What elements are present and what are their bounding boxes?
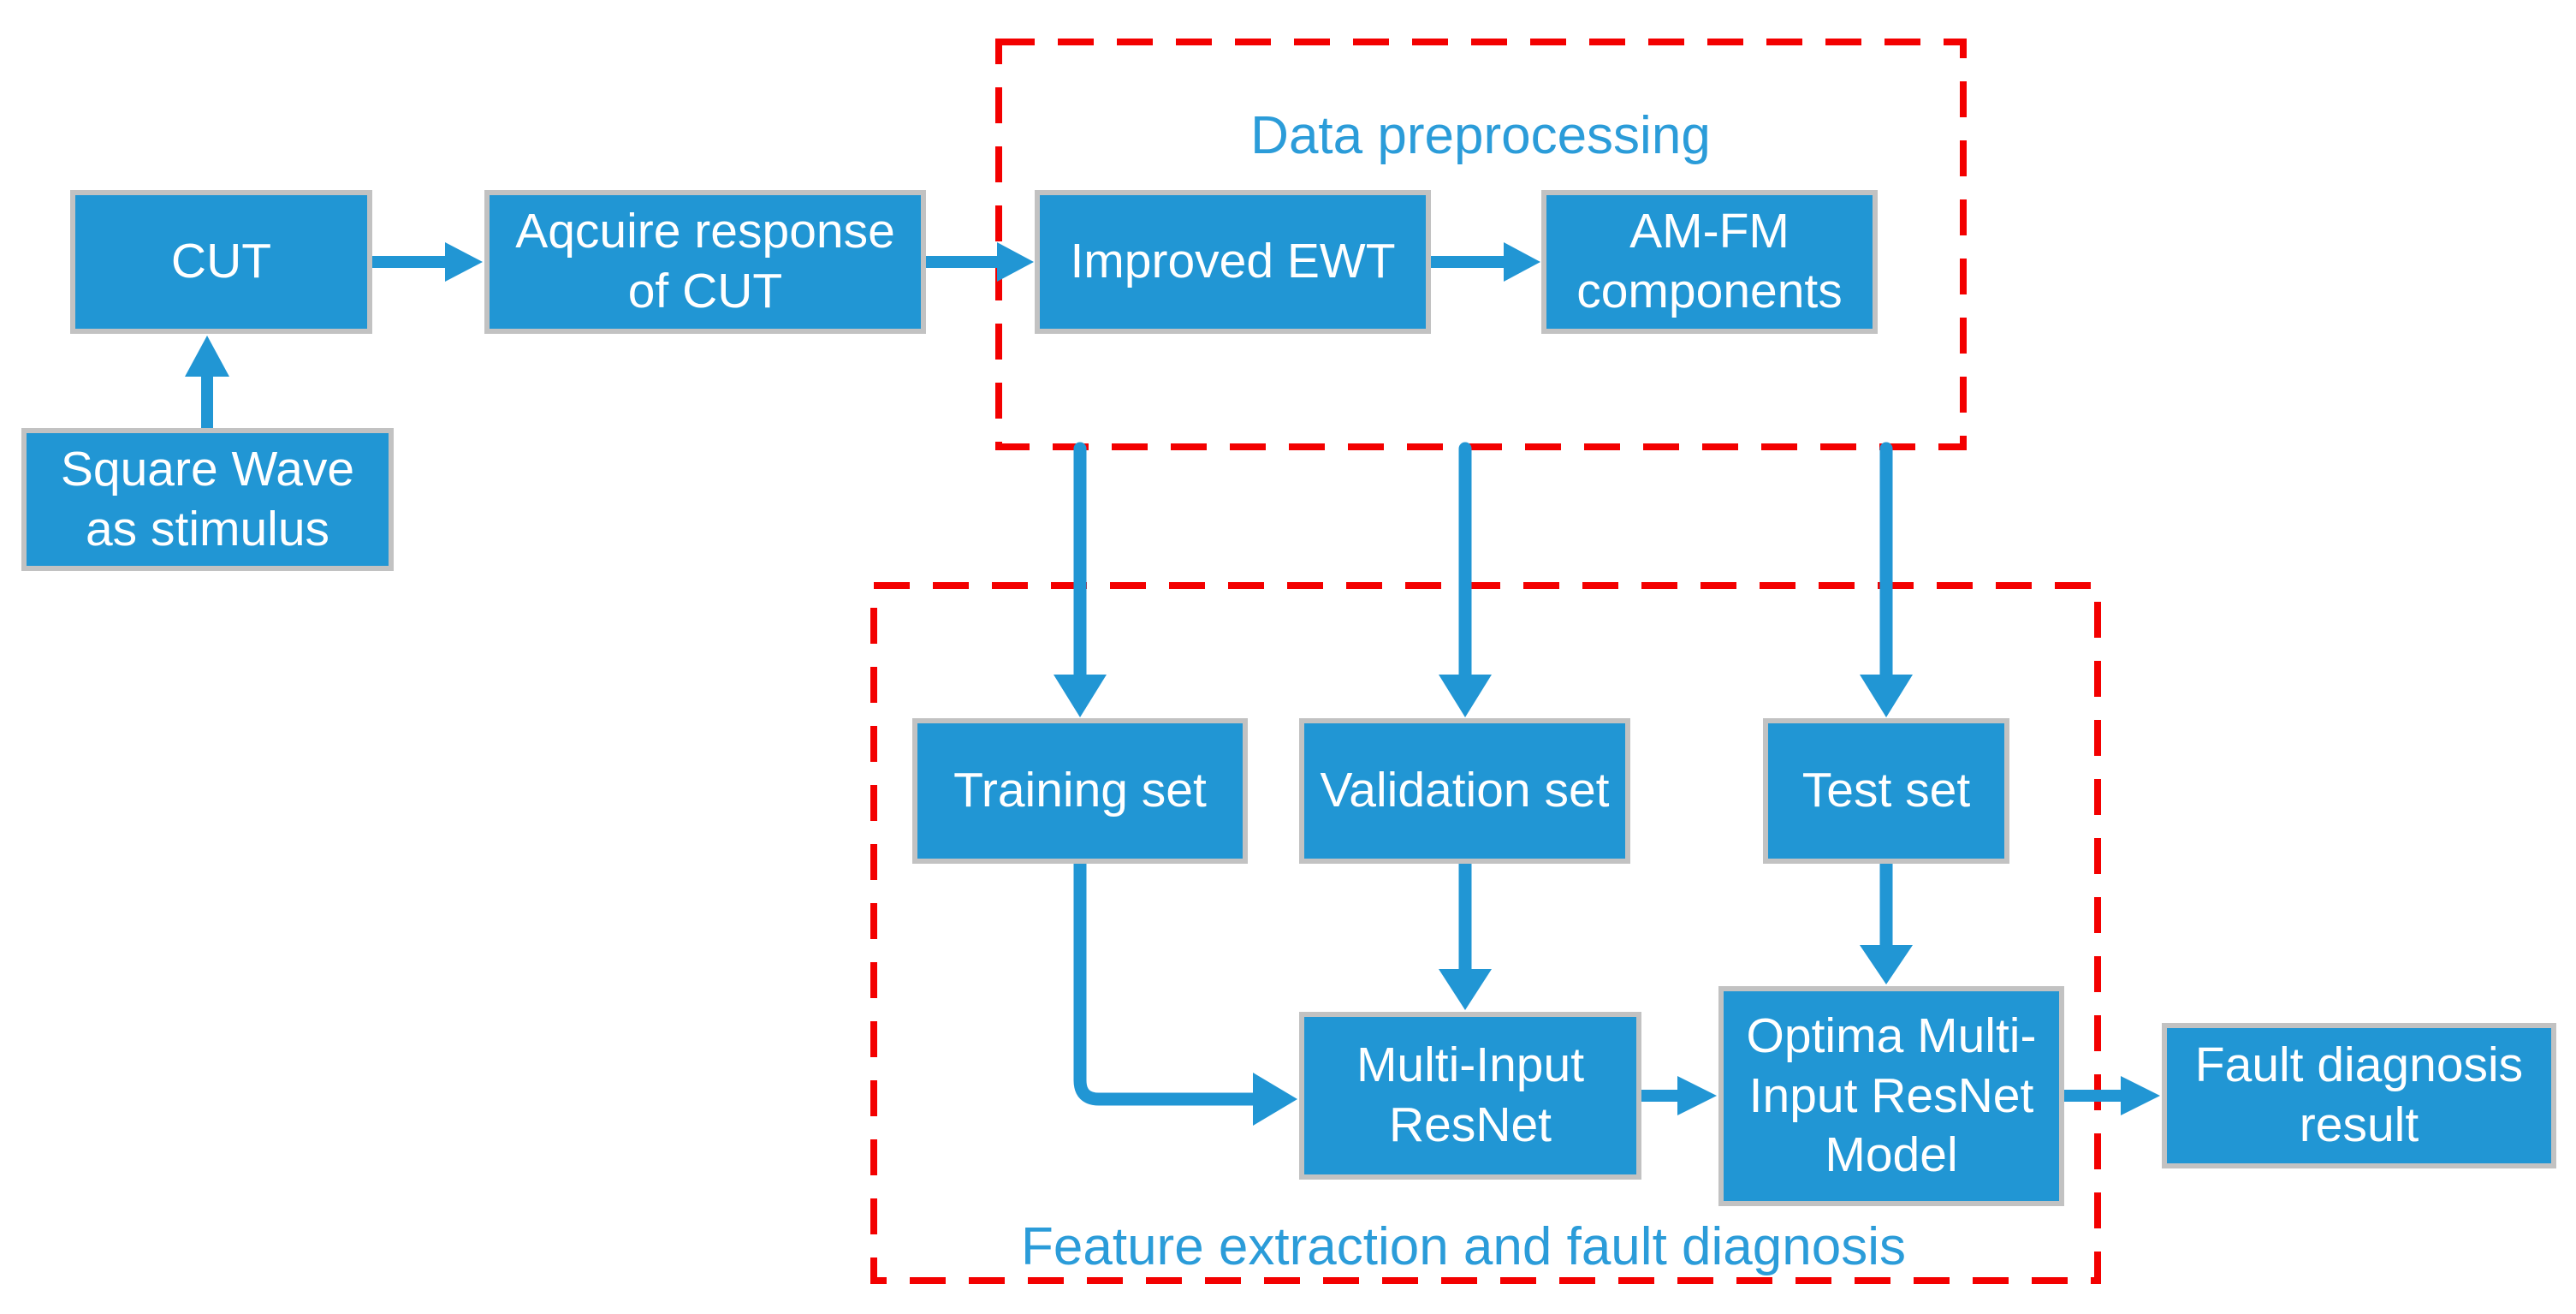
node-square-wave-stimulus: Square Wave as stimulus: [21, 428, 394, 571]
arrow-square-wave-to-cut: [185, 336, 229, 428]
arrow-acquire-to-improved-ewt: [926, 242, 1034, 282]
arrow-preprocessing-to-training-set: [1054, 442, 1107, 717]
arrow-validation-set-to-resnet: [1439, 864, 1492, 1010]
arrow-optima-model-to-fault-result: [2064, 1076, 2160, 1115]
arrow-preprocessing-to-test-set: [1860, 442, 1913, 717]
arrow-cut-to-acquire: [372, 242, 483, 282]
node-acquire-response: Aqcuire response of CUT: [484, 190, 926, 334]
group-label-feature-extraction: Feature extraction and fault diagnosis: [1021, 1217, 1906, 1276]
node-cut: CUT: [70, 190, 372, 334]
node-am-fm-components: AM-FM components: [1541, 190, 1878, 334]
node-multi-input-resnet: Multi-Input ResNet: [1299, 1012, 1641, 1180]
arrow-preprocessing-to-validation-set: [1439, 442, 1492, 717]
arrow-training-set-to-resnet: [1073, 864, 1297, 1126]
node-fault-diagnosis-result: Fault diagnosis result: [2162, 1023, 2556, 1168]
arrow-test-set-to-optima-model: [1860, 864, 1913, 984]
node-improved-ewt: Improved EWT: [1035, 190, 1431, 334]
arrow-improved-ewt-to-am-fm: [1431, 242, 1540, 282]
node-test-set: Test set: [1763, 718, 2009, 864]
group-label-data-preprocessing: Data preprocessing: [1250, 106, 1711, 165]
node-validation-set: Validation set: [1299, 718, 1630, 864]
arrow-resnet-to-optima-model: [1641, 1076, 1717, 1115]
node-optima-resnet-model: Optima Multi-Input ResNet Model: [1718, 986, 2064, 1206]
node-training-set: Training set: [912, 718, 1248, 864]
